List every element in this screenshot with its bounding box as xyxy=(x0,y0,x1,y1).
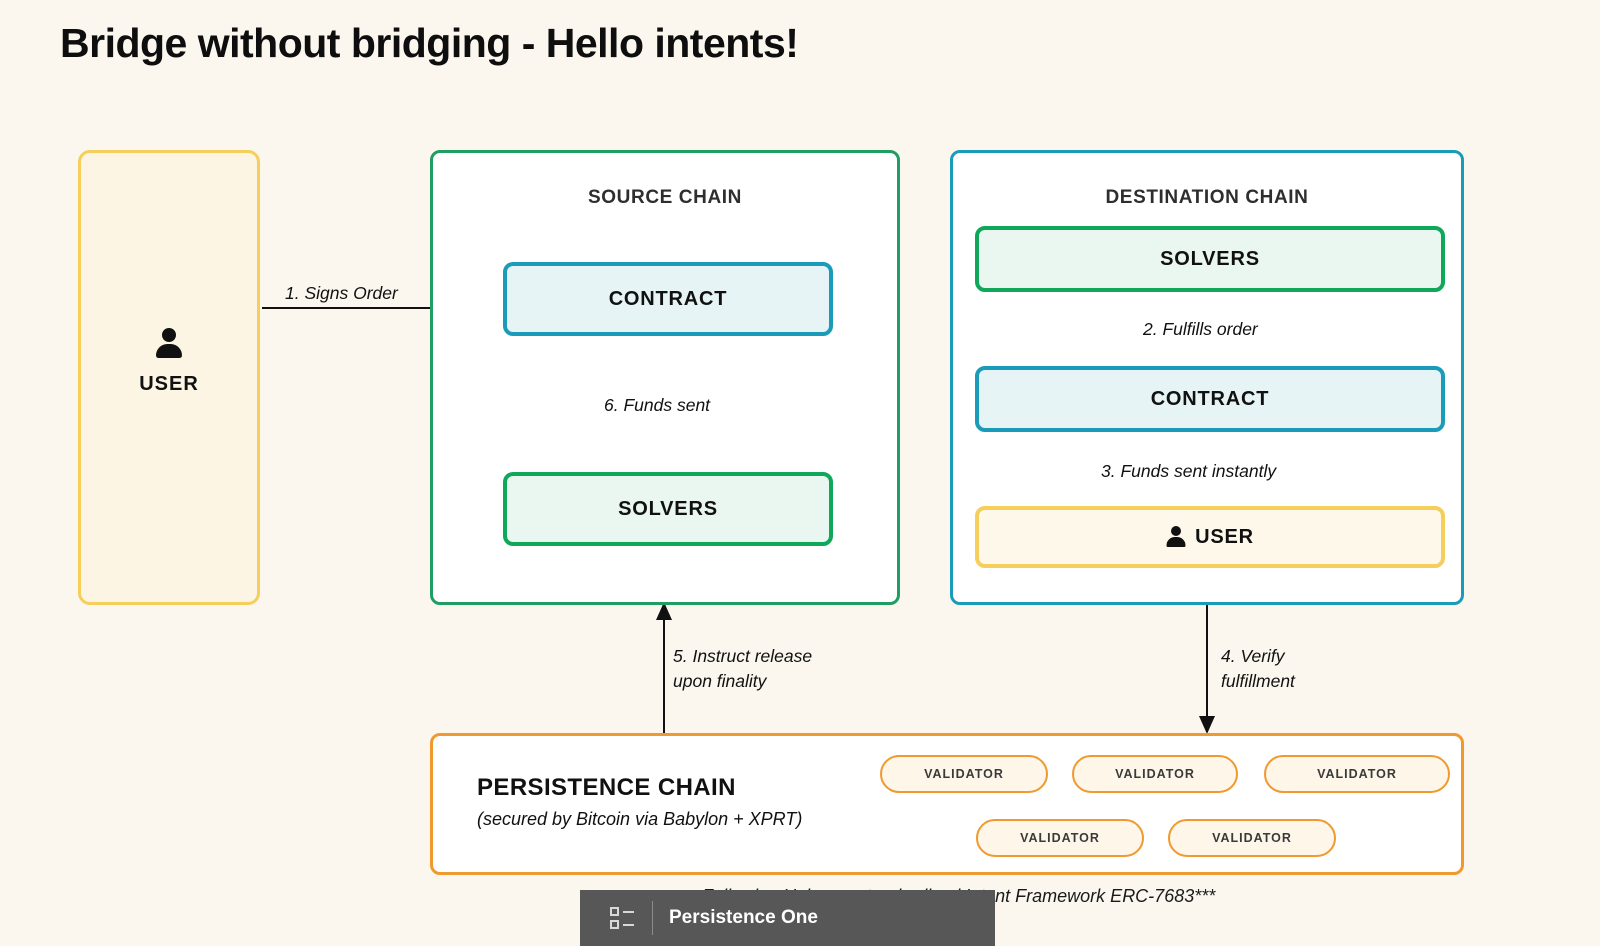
step-4-line-2: fulfillment xyxy=(1221,671,1295,691)
validator-pill[interactable]: VALIDATOR xyxy=(1072,755,1238,793)
user-identity: USER xyxy=(81,328,257,396)
source-chain-title: SOURCE CHAIN xyxy=(588,187,742,208)
validator-pill[interactable]: VALIDATOR xyxy=(1168,819,1336,857)
step-5-label: 5. Instruct release upon finality xyxy=(673,644,863,694)
brand-name: Persistence One xyxy=(669,907,818,928)
person-icon xyxy=(154,328,184,360)
step-4-line-1: 4. Verify xyxy=(1221,646,1285,666)
source-contract-node[interactable]: CONTRACT xyxy=(503,262,833,336)
persistence-chain-subtitle: (secured by Bitcoin via Babylon + XPRT) xyxy=(477,809,803,829)
page-title: Bridge without bridging - Hello intents! xyxy=(60,20,799,66)
step-1-label: 1. Signs Order xyxy=(285,283,398,303)
validator-pill[interactable]: VALIDATOR xyxy=(1264,755,1450,793)
destination-user-label: USER xyxy=(1195,525,1254,548)
source-chain-panel: SOURCE CHAIN CONTRACT SOLVERS xyxy=(430,150,900,605)
step-2-label: 2. Fulfills order xyxy=(1143,319,1258,339)
destination-user-node[interactable]: USER xyxy=(975,506,1445,568)
validator-pill[interactable]: VALIDATOR xyxy=(976,819,1144,857)
step-5-line-1: 5. Instruct release xyxy=(673,646,813,666)
overlay-divider xyxy=(652,901,653,935)
step-4-label: 4. Verify fulfillment xyxy=(1221,644,1361,694)
user-label: USER xyxy=(139,373,199,395)
list-view-icon xyxy=(610,905,636,931)
step-3-label: 3. Funds sent instantly xyxy=(1101,461,1277,481)
step-5-line-2: upon finality xyxy=(673,671,767,691)
user-panel: USER xyxy=(78,150,260,605)
validator-pill[interactable]: VALIDATOR xyxy=(880,755,1048,793)
destination-solvers-node[interactable]: SOLVERS xyxy=(975,226,1445,292)
brand-overlay-bar: Persistence One xyxy=(580,890,995,946)
step-6-label: 6. Funds sent xyxy=(604,395,711,415)
destination-chain-title: DESTINATION CHAIN xyxy=(1105,187,1309,208)
person-icon xyxy=(1166,526,1186,548)
persistence-chain-title: PERSISTENCE CHAIN xyxy=(477,774,736,801)
destination-chain-panel: DESTINATION CHAIN SOLVERS CONTRACT USER xyxy=(950,150,1464,605)
persistence-chain-panel: PERSISTENCE CHAIN (secured by Bitcoin vi… xyxy=(430,733,1464,875)
destination-contract-node[interactable]: CONTRACT xyxy=(975,366,1445,432)
source-solvers-node[interactable]: SOLVERS xyxy=(503,472,833,546)
